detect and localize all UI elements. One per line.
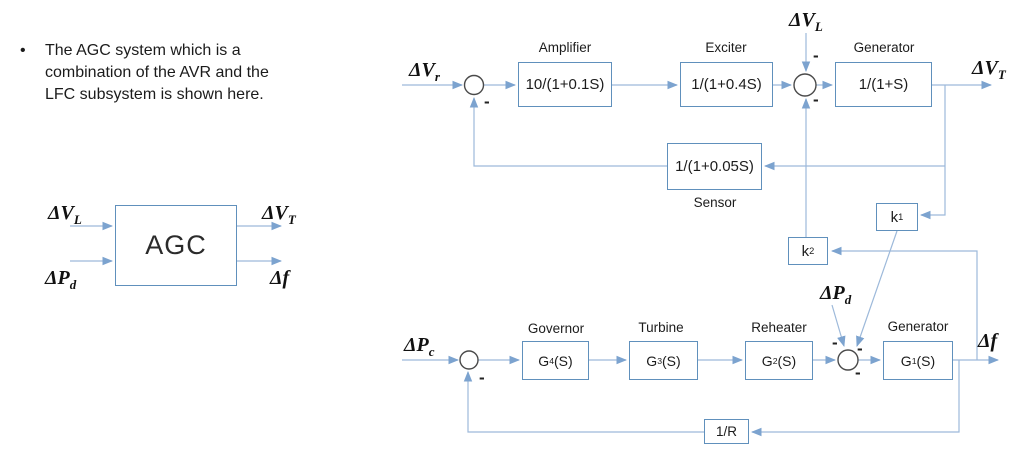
agc-output-f-label: Δf — [270, 267, 290, 289]
summing-junctions — [459, 73, 859, 371]
avr-sum2-junction — [793, 73, 817, 97]
avr-sum1-junction — [463, 74, 485, 96]
reheater-title: Reheater — [751, 320, 807, 335]
sensor-tf: 1/(1+0.05S) — [675, 158, 754, 175]
sensor-feedback-arrow — [469, 96, 667, 167]
agc-input-pd-label: ΔPd — [45, 267, 77, 292]
agc-block-label: AGC — [145, 230, 207, 260]
avr-connectors — [402, 33, 993, 237]
amplifier-block: 10/(1+0.1S) — [518, 62, 612, 107]
k1-to-sum3-arrow — [856, 230, 898, 348]
vt-branch-to-k1-arrow — [919, 85, 946, 220]
lfc-sum1-junction — [459, 350, 479, 370]
lfc-input-pc-label: ΔPc — [404, 334, 435, 359]
agc-output-vt-label: ΔVT — [262, 202, 296, 227]
avr-disturbance-vl-label: ΔVL — [789, 9, 823, 34]
sum3-left-minus-sign: - — [832, 333, 838, 352]
exciter-block: 1/(1+0.4S) — [680, 62, 773, 107]
lfc-generator-title: Generator — [887, 319, 949, 334]
sum3-bottom-minus-sign: - — [855, 363, 861, 382]
agc-input-vl-label: ΔVL — [48, 202, 82, 227]
amplifier-title: Amplifier — [538, 40, 592, 55]
lfc-connectors — [402, 230, 1000, 437]
lfc-output-f-label: Δf — [978, 330, 998, 352]
turbine-title: Turbine — [638, 320, 684, 335]
avr-generator-title: Generator — [853, 40, 915, 55]
governor-title: Governor — [527, 321, 585, 336]
avr-generator-tf: 1/(1+S) — [858, 76, 909, 93]
avr-output-vt-label: ΔVT — [972, 57, 1006, 82]
sum1-minus-sign: - — [484, 92, 490, 111]
bullet-icon: • — [20, 42, 26, 59]
sum3-right-minus-sign: - — [857, 339, 863, 358]
lfc-sum2-junction — [837, 349, 859, 371]
exciter-title: Exciter — [705, 40, 747, 55]
agc-overview-block: AGC — [115, 205, 237, 286]
overview-connectors — [70, 221, 283, 266]
sum2-top-minus-sign: - — [813, 46, 819, 65]
droop-block: 1/R — [704, 419, 749, 444]
f-branch-to-droop-arrow — [750, 360, 960, 437]
lfc-disturbance-pd-label: ΔPd — [820, 282, 852, 307]
droop-feedback-arrow — [463, 370, 704, 433]
sum4-minus-sign: - — [479, 368, 485, 387]
avr-input-vr-label: ΔVr — [409, 59, 440, 84]
sum2-bottom-minus-sign: - — [813, 90, 819, 109]
sensor-title: Sensor — [693, 195, 737, 210]
bullet-note: • The AGC system which is a combination … — [20, 40, 292, 106]
amplifier-tf: 10/(1+0.1S) — [525, 76, 605, 93]
sensor-block: 1/(1+0.05S) — [667, 143, 762, 190]
droop-tf: 1/R — [715, 424, 737, 439]
exciter-tf: 1/(1+0.4S) — [691, 76, 762, 93]
note-text: The AGC system which is a combination of… — [45, 42, 269, 103]
pd-drop-arrow — [831, 304, 846, 348]
avr-generator-block: 1/(1+S) — [835, 62, 932, 107]
f-branch-to-k2-arrow — [830, 246, 978, 360]
